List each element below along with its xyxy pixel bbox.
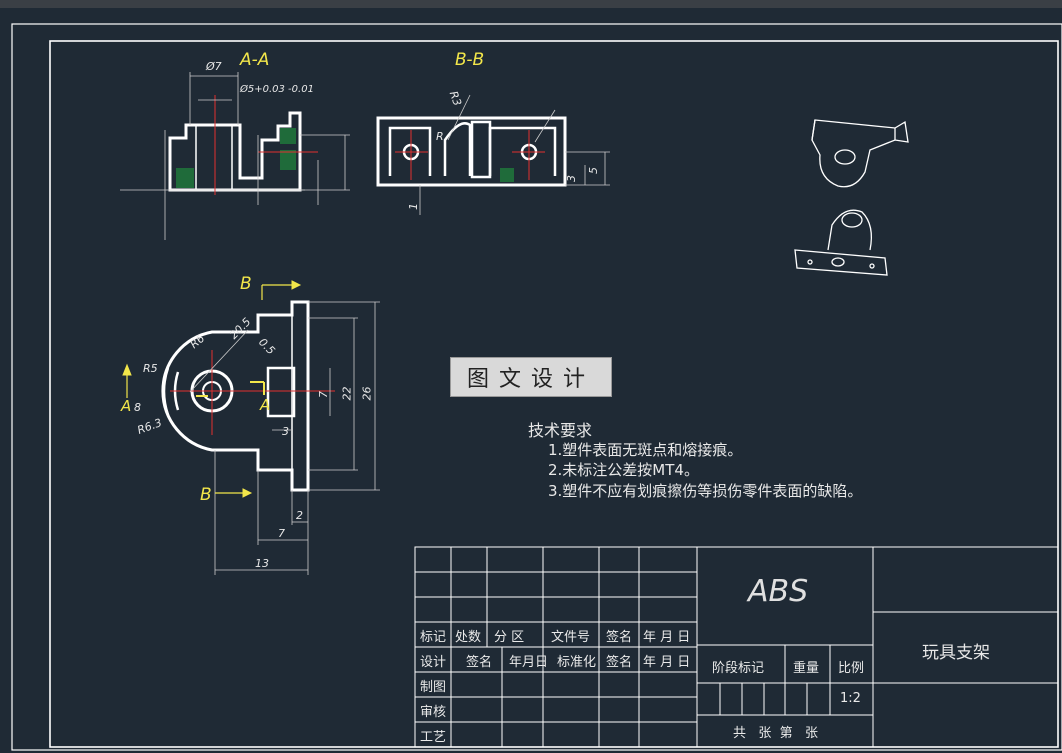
dim-7c: 7	[278, 527, 285, 540]
section-aa-label: A-A	[240, 50, 270, 70]
dim-a8: 8	[134, 401, 141, 414]
watermark-stamp: 图文设计	[450, 357, 612, 397]
tb-design: 设计	[420, 655, 447, 670]
dim-13: 13	[255, 557, 269, 570]
tb-header-docno: 文件号	[551, 630, 591, 645]
section-bb-view	[376, 94, 610, 215]
tb-weight: 重量	[793, 661, 820, 676]
tb-sheet-count: 共 张 第 张	[733, 726, 819, 741]
dim-3a: 3	[565, 175, 578, 182]
dim-d7: Ø7	[206, 60, 222, 73]
tech-item: 2.未标注公差按MT4。	[548, 461, 699, 479]
tb-design-sign: 签名	[466, 655, 493, 670]
material-label: ABS	[748, 574, 809, 609]
tech-item: 1.塑件表面无斑点和熔接痕。	[548, 441, 743, 459]
dim-r5: R5	[143, 362, 158, 375]
tb-std-date: 年 月 日	[643, 655, 691, 670]
dim-1: 1	[407, 203, 420, 210]
part-name: 玩具支架	[922, 643, 990, 663]
section-bb-label: B-B	[455, 50, 485, 70]
tb-header-zone: 分 区	[494, 630, 525, 645]
front-view	[161, 300, 380, 575]
iso-view-top	[811, 119, 909, 188]
tb-std-sign: 签名	[606, 655, 633, 670]
dim-22: 22	[340, 386, 354, 401]
tb-scale-value: 1:2	[840, 691, 861, 706]
tb-header-sign: 签名	[606, 630, 633, 645]
dim-26: 26	[360, 386, 374, 401]
section-aa-view	[120, 72, 350, 240]
dim-2: 2	[296, 509, 303, 522]
tb-header-count: 处数	[455, 630, 482, 645]
tb-review: 审核	[420, 705, 447, 720]
tb-process: 工艺	[420, 730, 447, 745]
tb-stage-mark: 阶段标记	[712, 661, 765, 676]
dim-d5-tol: Ø5+0.03 -0.01	[240, 84, 314, 95]
tech-item: 3.塑件不应有划痕擦伤等损伤零件表面的缺陷。	[548, 482, 863, 500]
section-marker-b-top: B	[240, 274, 252, 294]
section-marker-a-left: A	[121, 397, 132, 415]
dim-r: R	[436, 130, 444, 143]
tb-drawing: 制图	[420, 680, 447, 695]
title-strip	[0, 0, 1062, 8]
tb-header-date: 年 月 日	[643, 630, 691, 645]
dim-3b: 3	[282, 425, 289, 438]
tb-scale: 比例	[838, 661, 865, 676]
outer-border	[11, 23, 1062, 751]
tb-header-mark: 标记	[420, 630, 447, 645]
section-markers	[122, 280, 302, 498]
title-block-grid	[414, 546, 1059, 748]
iso-view-bottom	[794, 209, 888, 276]
dim-5: 5	[587, 167, 600, 174]
section-marker-b-bottom: B	[200, 485, 212, 505]
dim-7b: 7	[317, 391, 330, 398]
tb-standardize: 标准化	[557, 655, 597, 670]
tech-heading: 技术要求	[528, 421, 593, 440]
tb-design-date: 年月日	[509, 655, 549, 670]
section-marker-a-right: A	[260, 396, 271, 414]
